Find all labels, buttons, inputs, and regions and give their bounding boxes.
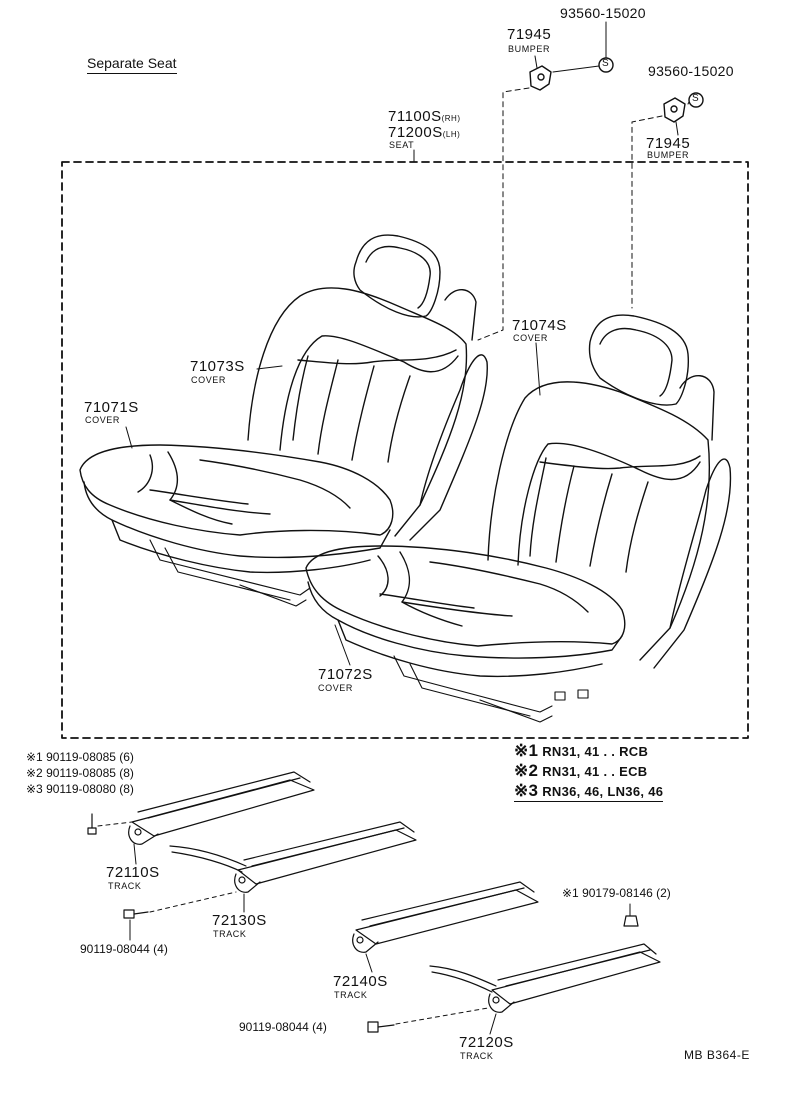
track-72120s-icon: [367, 915, 661, 1033]
part-cover-71071s-number: 71071S: [84, 399, 139, 416]
part-bolt-left: 90119-08044 (4): [80, 942, 168, 956]
right-seat-backrest: [487, 375, 732, 669]
part-bumper-b-number: 71945: [646, 135, 691, 152]
fastener-item-1: ※1 90119-08085 (6): [26, 750, 134, 764]
part-track-72120s-number: 72120S: [459, 1034, 514, 1051]
left-headrest: [353, 234, 441, 318]
bolt-a-symbol: S: [602, 58, 609, 69]
part-bolt-bottom: 90119-08044 (4): [239, 1020, 327, 1034]
part-track-72110s-name: TRACK: [108, 881, 142, 891]
bumper-a-icon: [529, 65, 552, 91]
bolt-b-symbol: S: [692, 93, 699, 104]
part-track-72120s-name: TRACK: [460, 1051, 494, 1061]
part-cover-71072s-number: 71072S: [318, 666, 373, 683]
right-seat-cushion: [305, 545, 626, 678]
bolt-b-icon: [688, 92, 704, 108]
model-note-3: ※3 RN36, 46, LN36, 46: [514, 781, 664, 802]
part-bolt-b: 93560-15020: [648, 63, 734, 79]
part-cover-71074s-number: 71074S: [512, 317, 567, 334]
diagram-title: Separate Seat: [87, 56, 177, 74]
model-note-2: ※2 RN31, 41 . . ECB: [514, 761, 648, 780]
part-cover-71074s-name: COVER: [513, 333, 549, 343]
part-cover-71071s-name: COVER: [85, 415, 121, 425]
part-cover-71072s-name: COVER: [318, 683, 354, 693]
left-seat-backrest: [247, 287, 488, 541]
part-track-72130s-name: TRACK: [213, 929, 247, 939]
track-72140s-icon: [352, 881, 539, 953]
part-track-72130s-number: 72130S: [212, 912, 267, 929]
part-bolt-a: 93560-15020: [560, 5, 646, 21]
part-bumper-a-name: BUMPER: [508, 44, 551, 54]
part-seat-rh: 71100S(RH): [388, 108, 461, 125]
part-track-72140s-number: 72140S: [333, 973, 388, 990]
part-cover-71073s-number: 71073S: [190, 358, 245, 375]
figure-code: MB B364-E: [684, 1048, 750, 1062]
part-seat-name: SEAT: [389, 140, 415, 150]
part-bumper-b-name: BUMPER: [647, 150, 690, 160]
part-nut-right: ※1 90179-08146 (2): [562, 886, 671, 900]
left-seat-rails: [149, 539, 311, 607]
fastener-item-2: ※2 90119-08085 (8): [26, 766, 134, 780]
right-headrest: [588, 314, 690, 406]
part-bumper-a-number: 71945: [507, 26, 552, 43]
left-seat-cushion: [79, 444, 394, 574]
part-cover-71073s-name: COVER: [191, 375, 227, 385]
model-note-1: ※1 RN31, 41 . . RCB: [514, 741, 649, 760]
part-seat-lh: 71200S(LH): [388, 124, 461, 141]
assembly-boundary: [61, 161, 749, 739]
part-track-72110s-number: 72110S: [106, 864, 160, 881]
track-72110s-icon: [87, 771, 315, 845]
fastener-item-3: ※3 90119-08080 (8): [26, 782, 134, 796]
bumper-b-icon: [663, 97, 686, 123]
right-seat-rails: [393, 655, 589, 723]
part-track-72140s-name: TRACK: [334, 990, 368, 1000]
track-72130s-icon: [123, 821, 417, 919]
